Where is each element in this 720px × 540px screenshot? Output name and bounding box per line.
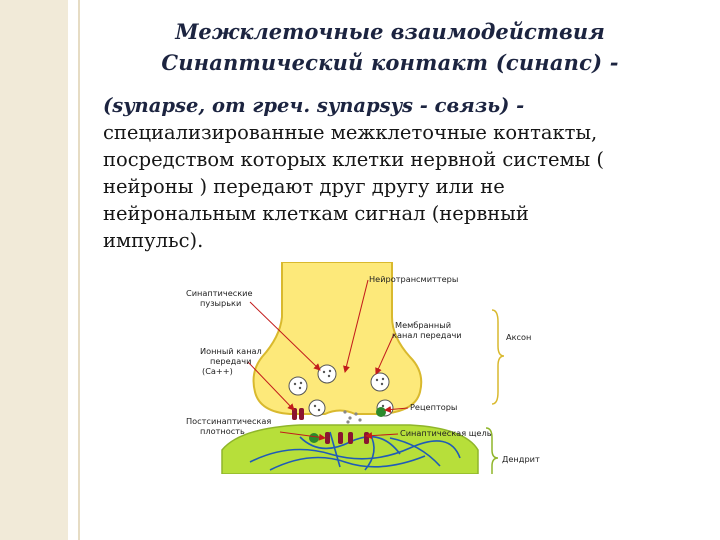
decorative-left-band <box>0 0 68 540</box>
label-ion-channel-3: (Ca++) <box>202 366 233 376</box>
slide-title: Межклеточные взаимодействия Синаптически… <box>100 16 680 78</box>
neurotransmitter-molecules <box>343 410 362 424</box>
definition-line-1: специализированные межклеточные контакты… <box>103 121 598 144</box>
definition-line-4: нейрональным клеткам сигнал (нервный <box>103 202 529 225</box>
synapse-diagram: Нейротрансмиттеры Синаптические пузырьки… <box>186 262 540 474</box>
label-arrows <box>247 279 409 441</box>
label-ion-channel-1: Ионный канал <box>200 346 262 356</box>
label-postsynaptic-2: плотность <box>200 426 245 436</box>
axon-brace <box>491 309 505 405</box>
dendrite-brace <box>485 427 499 474</box>
label-vesicles-1: Синаптические <box>186 288 253 298</box>
decorative-left-line <box>78 0 80 540</box>
dendrite-body <box>221 424 479 474</box>
definition-line-2: посредством которых клетки нервной систе… <box>103 148 605 171</box>
label-membrane-channel-1: Мембранный <box>395 320 451 330</box>
definition-line-3: нейроны ) передают друг другу или не <box>103 175 505 198</box>
label-axon: Аксон <box>506 332 531 342</box>
label-receptors: Рецепторы <box>410 402 457 412</box>
label-membrane-channel-2: канал передачи <box>392 330 462 340</box>
title-line-1: Межклеточные взаимодействия <box>175 19 605 44</box>
label-vesicles-2: пузырьки <box>200 298 241 308</box>
label-postsynaptic-1: Постсинаптическая <box>186 416 271 426</box>
label-synaptic-cleft: Синаптическая щель <box>400 428 492 438</box>
label-ion-channel-2: передачи <box>210 356 251 366</box>
membrane-channels <box>309 407 386 443</box>
label-dendrite: Дендрит <box>502 454 540 464</box>
label-neurotransmitters: Нейротрансмиттеры <box>369 274 458 284</box>
title-line-2: Синаптический контакт (синапс) - <box>161 50 619 75</box>
etymology-line: (synapse, от греч. synapsys - связь) - <box>103 94 525 117</box>
definition-line-5: импульс). <box>103 229 204 252</box>
definition-text: (synapse, от греч. synapsys - связь) - с… <box>103 92 703 254</box>
